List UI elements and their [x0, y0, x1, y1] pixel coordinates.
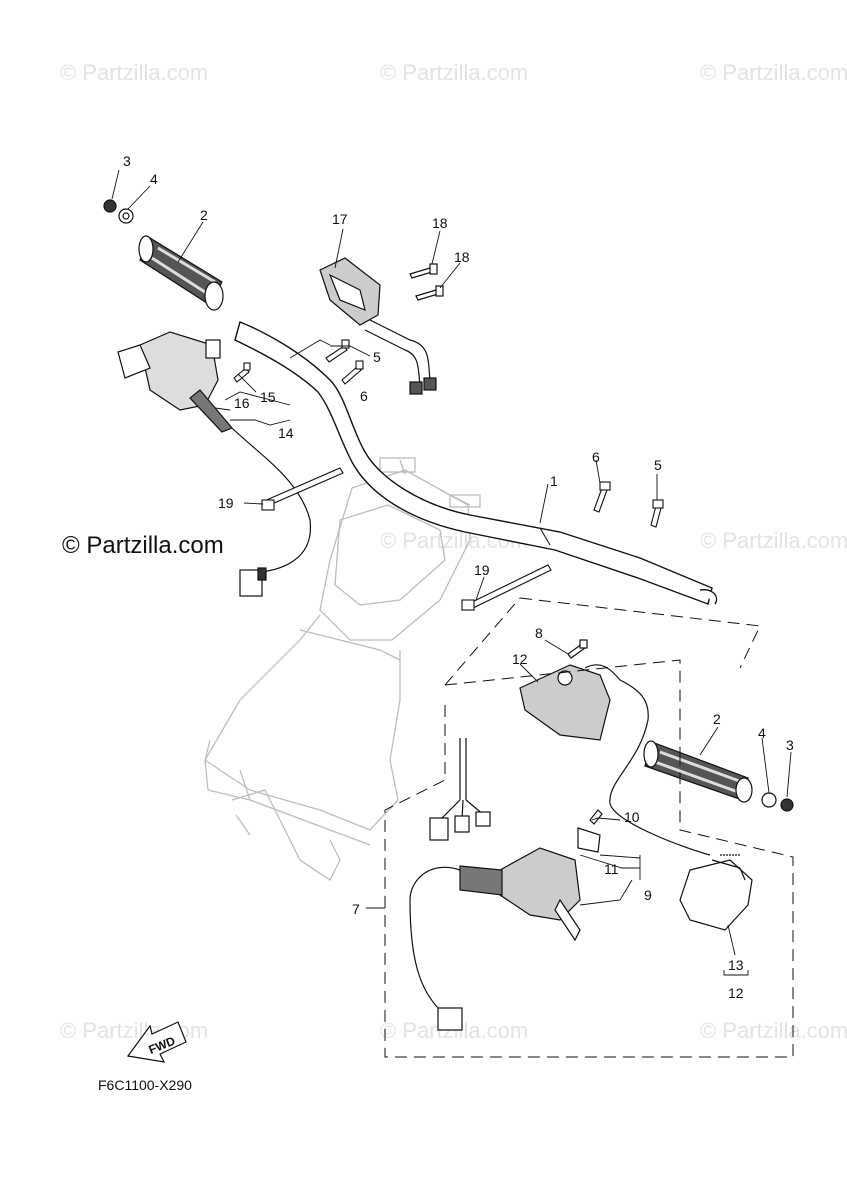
sleeve-13 — [679, 854, 753, 931]
callout-17: 17 — [332, 211, 348, 227]
callout-12-lower: 12 — [728, 985, 744, 1001]
assembly-outlines — [384, 597, 794, 1058]
callout-2-left: 2 — [200, 207, 208, 223]
callout-11: 11 — [604, 861, 619, 877]
watermark-top-center: © Partzilla.com — [380, 60, 528, 85]
callout-5-right: 5 — [654, 457, 662, 473]
steering-column-body — [204, 457, 481, 881]
callout-4-left: 4 — [150, 171, 158, 187]
callout-14: 14 — [278, 425, 294, 441]
callout-2-right: 2 — [713, 711, 721, 727]
callout-18-upper: 18 — [432, 215, 448, 231]
watermark-top-left: © Partzilla.com — [60, 60, 208, 85]
leader-lines — [111, 169, 792, 976]
screws-18 — [409, 263, 444, 301]
right-grip — [643, 740, 794, 812]
callout-19-left: 19 — [218, 495, 234, 511]
callout-3-right: 3 — [786, 737, 794, 753]
watermark-mid-right: © Partzilla.com — [700, 528, 847, 553]
callout-19-right: 19 — [474, 562, 490, 578]
callout-18-lower: 18 — [454, 249, 470, 265]
callout-15: 15 — [260, 389, 276, 405]
screws-upper — [233, 339, 364, 385]
cable-ties — [261, 467, 552, 611]
watermark-bottom-right: © Partzilla.com — [700, 1018, 847, 1043]
wiring-harness — [429, 738, 491, 841]
callout-4-right: 4 — [758, 725, 766, 741]
callout-6-upper: 6 — [360, 388, 368, 404]
lower-switch-assembly — [409, 809, 603, 1031]
left-grip — [138, 235, 224, 311]
handlebar — [234, 321, 718, 605]
watermark-bottom-left: © Partzilla.com — [60, 1018, 208, 1043]
diagram-code: F6C1100-X290 — [98, 1077, 192, 1093]
watermark-top-right: © Partzilla.com — [700, 60, 847, 85]
callout-6-right: 6 — [592, 449, 600, 465]
watermark-main-left: © Partzilla.com — [62, 532, 224, 559]
callout-7: 7 — [352, 901, 360, 917]
callout-1: 1 — [550, 473, 558, 489]
callout-8: 8 — [535, 625, 543, 641]
left-lever-assembly — [117, 331, 311, 573]
left-connector — [239, 567, 267, 597]
callout-3-left: 3 — [123, 153, 131, 169]
callout-13: 13 — [728, 957, 744, 973]
callout-10: 10 — [624, 809, 640, 825]
callout-9: 9 — [644, 887, 652, 903]
right-switch-housing — [519, 639, 711, 856]
callout-12-switch: 12 — [512, 651, 528, 667]
callout-numbers: 1 2 2 3 3 4 4 5 5 6 6 7 8 9 10 11 12 12 … — [123, 153, 794, 1001]
switch-housing — [319, 257, 437, 395]
callout-16: 16 — [234, 395, 250, 411]
left-end-cap — [103, 199, 134, 224]
screws-right — [593, 481, 664, 528]
callout-5-upper: 5 — [373, 349, 381, 365]
